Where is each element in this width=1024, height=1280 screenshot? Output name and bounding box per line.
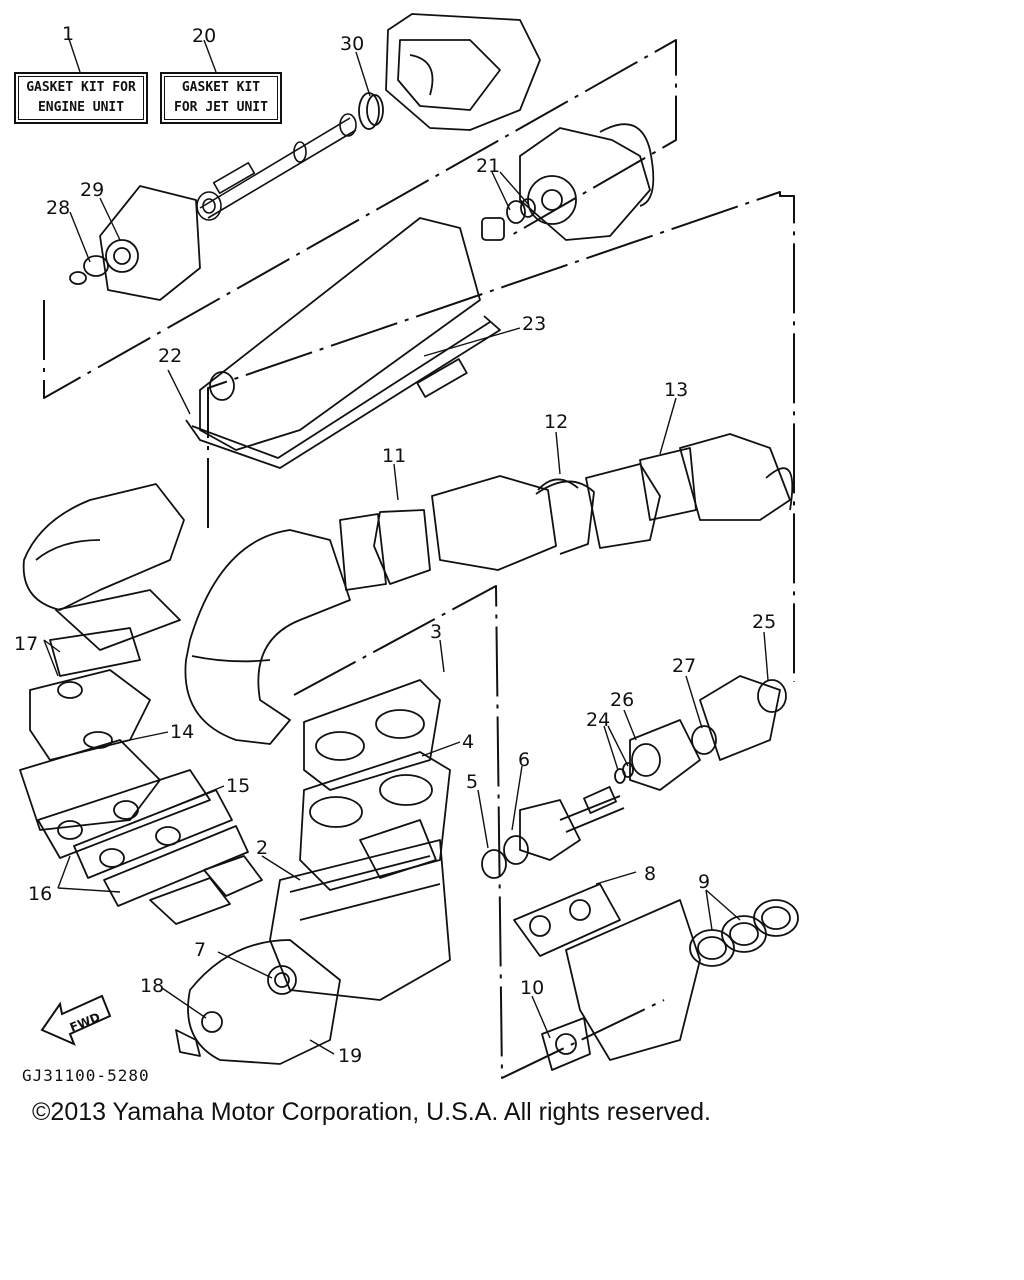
callout-5: 5 <box>466 771 478 793</box>
callout-10: 10 <box>520 977 544 999</box>
callout-7: 7 <box>194 939 206 961</box>
engine-group-outline <box>293 585 665 1079</box>
cylinder-block <box>299 679 451 891</box>
callout-20: 20 <box>192 25 216 47</box>
exploded-parts-diagram: FWD 1 20 30 29 28 21 23 22 13 12 11 3 25… <box>14 13 799 1079</box>
callout-15: 15 <box>226 775 250 797</box>
callout-4: 4 <box>462 731 474 753</box>
callout-24: 24 <box>586 709 610 731</box>
exhaust-chamber-chain <box>339 433 794 591</box>
callout-2: 2 <box>256 837 268 859</box>
callout-9: 9 <box>698 871 710 893</box>
jet-kit-line1: GASKET KIT <box>181 80 261 95</box>
engine-gasket-kit-label: GASKET KIT FOR ENGINE UNIT <box>14 72 148 124</box>
exhaust-elbow <box>184 529 351 745</box>
callout-25: 25 <box>752 611 776 633</box>
callout-21: 21 <box>476 155 500 177</box>
jet-kit-line2: FOR JET UNIT <box>174 100 268 115</box>
callout-1: 1 <box>62 23 74 45</box>
magneto-cover <box>175 939 341 1065</box>
callout-16: 16 <box>28 883 52 905</box>
pump-group-outline <box>207 191 795 682</box>
diagram-code: GJ31100-5280 <box>22 1066 150 1085</box>
impeller-duct-housing <box>481 123 655 241</box>
copyright-notice: ©2013 Yamaha Motor Corporation, U.S.A. A… <box>32 1098 711 1126</box>
crankcase <box>269 839 451 1001</box>
jet-group-outline <box>43 39 677 399</box>
exhaust-manifold <box>19 589 181 831</box>
intake-gaskets <box>37 769 263 925</box>
muffler <box>22 483 185 611</box>
hull-section <box>185 217 501 469</box>
bearing-housing <box>481 675 787 879</box>
intermediate-housing <box>69 185 201 301</box>
callout-28: 28 <box>46 197 70 219</box>
callout-19: 19 <box>338 1045 362 1067</box>
callout-6: 6 <box>518 749 530 771</box>
callout-3: 3 <box>430 621 442 643</box>
engine-kit-line1: GASKET KIT FOR <box>26 80 136 95</box>
callout-17: 17 <box>14 633 38 655</box>
callout-numbers: 1 20 30 29 28 21 23 22 13 12 11 3 25 27 … <box>14 23 776 1067</box>
callout-23: 23 <box>522 313 546 335</box>
exhaust-outlet <box>513 883 799 1071</box>
callout-27: 27 <box>672 655 696 677</box>
callout-29: 29 <box>80 179 104 201</box>
callout-8: 8 <box>644 863 656 885</box>
callout-22: 22 <box>158 345 182 367</box>
callout-18: 18 <box>140 975 164 997</box>
jet-pump-housing <box>358 13 541 131</box>
leader-lines <box>43 35 769 1055</box>
impeller-shaft <box>196 113 357 221</box>
engine-kit-line2: ENGINE UNIT <box>37 100 125 115</box>
callout-26: 26 <box>610 689 634 711</box>
callout-30: 30 <box>340 33 364 55</box>
callout-11: 11 <box>382 445 406 467</box>
callout-14: 14 <box>170 721 194 743</box>
callout-13: 13 <box>664 379 688 401</box>
fwd-arrow-icon <box>40 994 112 1046</box>
callout-12: 12 <box>544 411 568 433</box>
jet-gasket-kit-label: GASKET KIT FOR JET UNIT <box>160 72 282 124</box>
